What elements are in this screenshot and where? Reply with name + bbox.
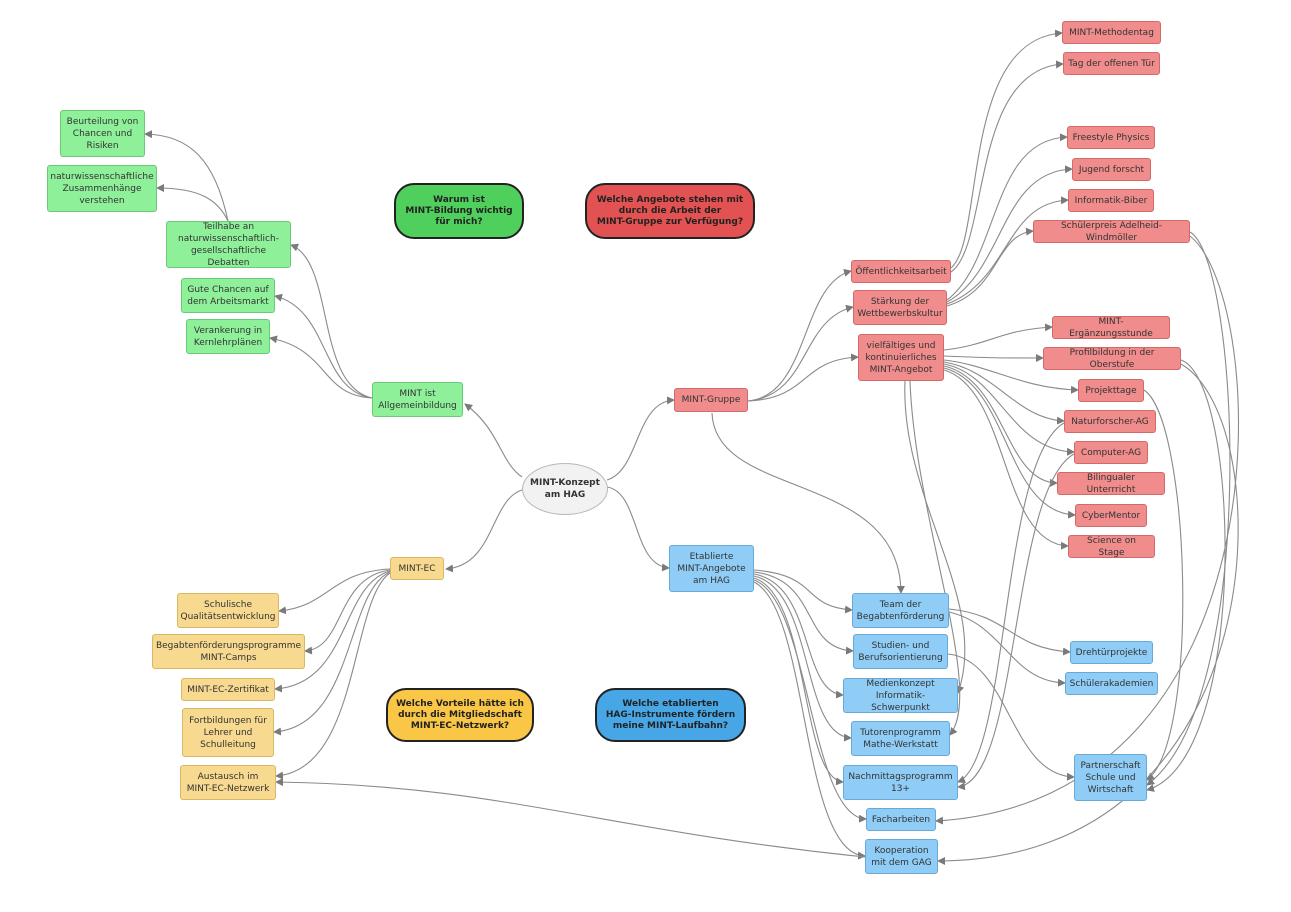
node-oeffentlichkeitsarbeit[interactable]: Öffentlichkeitsarbeit [851, 260, 951, 283]
node-methodentag[interactable]: MINT-Methodentag [1062, 21, 1161, 44]
edge-blue-tutoren [753, 575, 852, 742]
edge-red-angebot [747, 353, 859, 402]
node-projekttage[interactable]: Projekttage [1078, 379, 1144, 402]
edge-yellow-fort [273, 571, 391, 736]
edge-green-zusammen [156, 184, 229, 222]
question-angebote[interactable]: Welche Angebote stehen mit durch die Arb… [585, 183, 755, 239]
edge-red-methoden [950, 29, 1063, 269]
edge-red-schuelerpreis [946, 227, 1034, 307]
edge-computer-nachmittag [957, 453, 1075, 791]
node-bilingualer-unterricht[interactable]: Bilingualer Unterrricht [1057, 472, 1165, 495]
edge-yellow-zert [274, 570, 391, 693]
edge-red-jugend [946, 165, 1073, 303]
node-cybermentor[interactable]: CyberMentor [1075, 504, 1147, 527]
edge-yellow-qual [278, 568, 391, 615]
question-instrumente[interactable]: Welche etablierten HAG-Instrumente förde… [595, 688, 746, 742]
node-tutorenprogramm[interactable]: Tutorenprogramm Mathe-Werkstatt [851, 721, 950, 756]
node-offene-tuer[interactable]: Tag der offenen Tür [1063, 52, 1160, 75]
edge-blue-koop [753, 581, 866, 860]
node-nachmittagsprogramm[interactable]: Nachmittagsprogramm 13+ [843, 765, 958, 800]
edge-blue-medien [753, 573, 844, 699]
central-topic[interactable]: MINT-Konzept am HAG [522, 463, 608, 515]
node-qualitaetsentwicklung[interactable]: Schulische Qualitätsentwicklung [177, 593, 279, 628]
edge-red-oeff [747, 269, 852, 402]
node-zusammenhaenge[interactable]: naturwissenschaftliche Zusammenhänge ver… [47, 165, 157, 212]
node-schuelerpreis[interactable]: Schülerpreis Adelheid-Windmöller [1033, 220, 1190, 243]
edge-red-science [943, 369, 1069, 550]
edge-koop-austausch [275, 778, 866, 858]
edge-red-ergaenzung [943, 323, 1053, 351]
edge-red-tuer [950, 60, 1064, 273]
node-naturforscher-ag[interactable]: Naturforscher-AG [1064, 410, 1156, 433]
node-team-begabtenfoerderung[interactable]: Team der Begabtenförderung [852, 593, 949, 628]
edge-red-profil-partner [1146, 359, 1226, 792]
edge-gruppe-team [711, 412, 905, 594]
node-science-on-stage[interactable]: Science on Stage [1068, 535, 1155, 558]
node-austausch[interactable]: Austausch im MINT-EC-Netzwerk [180, 765, 276, 800]
edge-red-preis-partner [1146, 231, 1231, 786]
node-kooperation-gag[interactable]: Kooperation mit dem GAG [865, 839, 938, 874]
node-drehtuerprojekte[interactable]: Drehtürprojekte [1070, 641, 1153, 664]
node-studien-berufsorientierung[interactable]: Studien- und Berufsorientierung [853, 634, 948, 669]
node-jugend-forscht[interactable]: Jugend forscht [1072, 158, 1151, 181]
question-vorteile[interactable]: Welche Vorteile hätte ich durch die Mitg… [386, 688, 534, 742]
node-computer-ag[interactable]: Computer-AG [1074, 441, 1148, 464]
edge-blue-akad [948, 611, 1066, 687]
edge-red-natur [943, 361, 1065, 425]
question-warum[interactable]: Warum ist MINT-Bildung wichtig für mich? [394, 183, 524, 239]
node-schuelerakademien[interactable]: Schülerakademien [1065, 672, 1158, 695]
edge-yellow-begabt [304, 569, 391, 655]
edge-natur-nachmittag [957, 422, 1065, 783]
node-etablierte-angebote[interactable]: Etablierte MINT-Angebote am HAG [669, 545, 754, 592]
node-ergaenzungsstunde[interactable]: MINT-Ergänzungsstunde [1052, 316, 1170, 339]
edge-center-etablierte [606, 486, 670, 572]
node-arbeitsmarkt[interactable]: Gute Chancen auf dem Arbeitsmarkt [181, 278, 275, 313]
node-wettbewerbskultur[interactable]: Stärkung der Wettbewerbskultur [853, 290, 947, 325]
edge-center-gruppe [606, 396, 675, 481]
edge-blue-team [753, 569, 853, 614]
edge-center-mintec [445, 489, 523, 573]
edge-red-profil [943, 353, 1044, 362]
edge-yellow-austausch [275, 572, 391, 780]
edge-blue-partner [947, 653, 1075, 781]
node-partnerschaft[interactable]: Partnerschaft Schule und Wirtschaft [1074, 754, 1147, 801]
node-mint-angebot[interactable]: vielfältiges und kontinuierliches MINT-A… [858, 334, 944, 381]
edge-green-kern [269, 335, 373, 399]
node-mint-ec[interactable]: MINT-EC [390, 557, 444, 580]
node-chancen[interactable]: Beurteilung von Chancen und Risiken [60, 110, 145, 157]
node-informatik-biber[interactable]: Informatik-Biber [1068, 189, 1154, 212]
edge-blue-dreh [948, 608, 1071, 656]
edge-red-projekt [943, 359, 1079, 394]
edge-blue-fach [753, 579, 867, 823]
node-freestyle-physics[interactable]: Freestyle Physics [1067, 126, 1155, 149]
edge-blue-studien [753, 571, 854, 655]
edge-red-wett [747, 304, 854, 402]
edge-red-cyber [943, 367, 1076, 519]
edge-green-teilhabe [290, 243, 373, 399]
edge-profil-koop [937, 363, 1239, 865]
node-begabtenfoerderungsprogramme[interactable]: Begabtenförderungsprogramme MINT-Camps [152, 634, 305, 669]
edge-red-biber [946, 196, 1069, 305]
node-mint-ec-zertifikat[interactable]: MINT-EC-Zertifikat [181, 678, 275, 701]
edge-angebot-medien [904, 380, 966, 694]
edge-preis-fach [935, 235, 1240, 825]
edge-green-chancen [144, 130, 229, 222]
node-fortbildungen[interactable]: Fortbildungen für Lehrer und Schulleitun… [182, 708, 274, 757]
node-allgemeinbildung[interactable]: MINT ist Allgemeinbildung [372, 382, 463, 417]
node-facharbeiten[interactable]: Facharbeiten [866, 808, 936, 831]
edge-red-bilingual [943, 365, 1058, 487]
edge-red-projekt-partner [1143, 389, 1184, 781]
node-kernlehrplaene[interactable]: Verankerung in Kernlehrplänen [186, 319, 270, 354]
node-medienkonzept[interactable]: Medienkonzept Informatik-Schwerpunkt [843, 678, 958, 713]
node-teilhabe[interactable]: Teilhabe an naturwissenschaftlich- gesel… [166, 221, 291, 268]
edge-red-computer [943, 363, 1075, 456]
edge-center-allgemeinbildung [464, 403, 523, 478]
node-mint-gruppe[interactable]: MINT-Gruppe [674, 388, 748, 412]
node-profilbildung[interactable]: Profilbildung in der Oberstufe [1043, 347, 1181, 370]
edge-red-freestyle [946, 133, 1068, 301]
edge-green-arbeit [274, 293, 373, 399]
